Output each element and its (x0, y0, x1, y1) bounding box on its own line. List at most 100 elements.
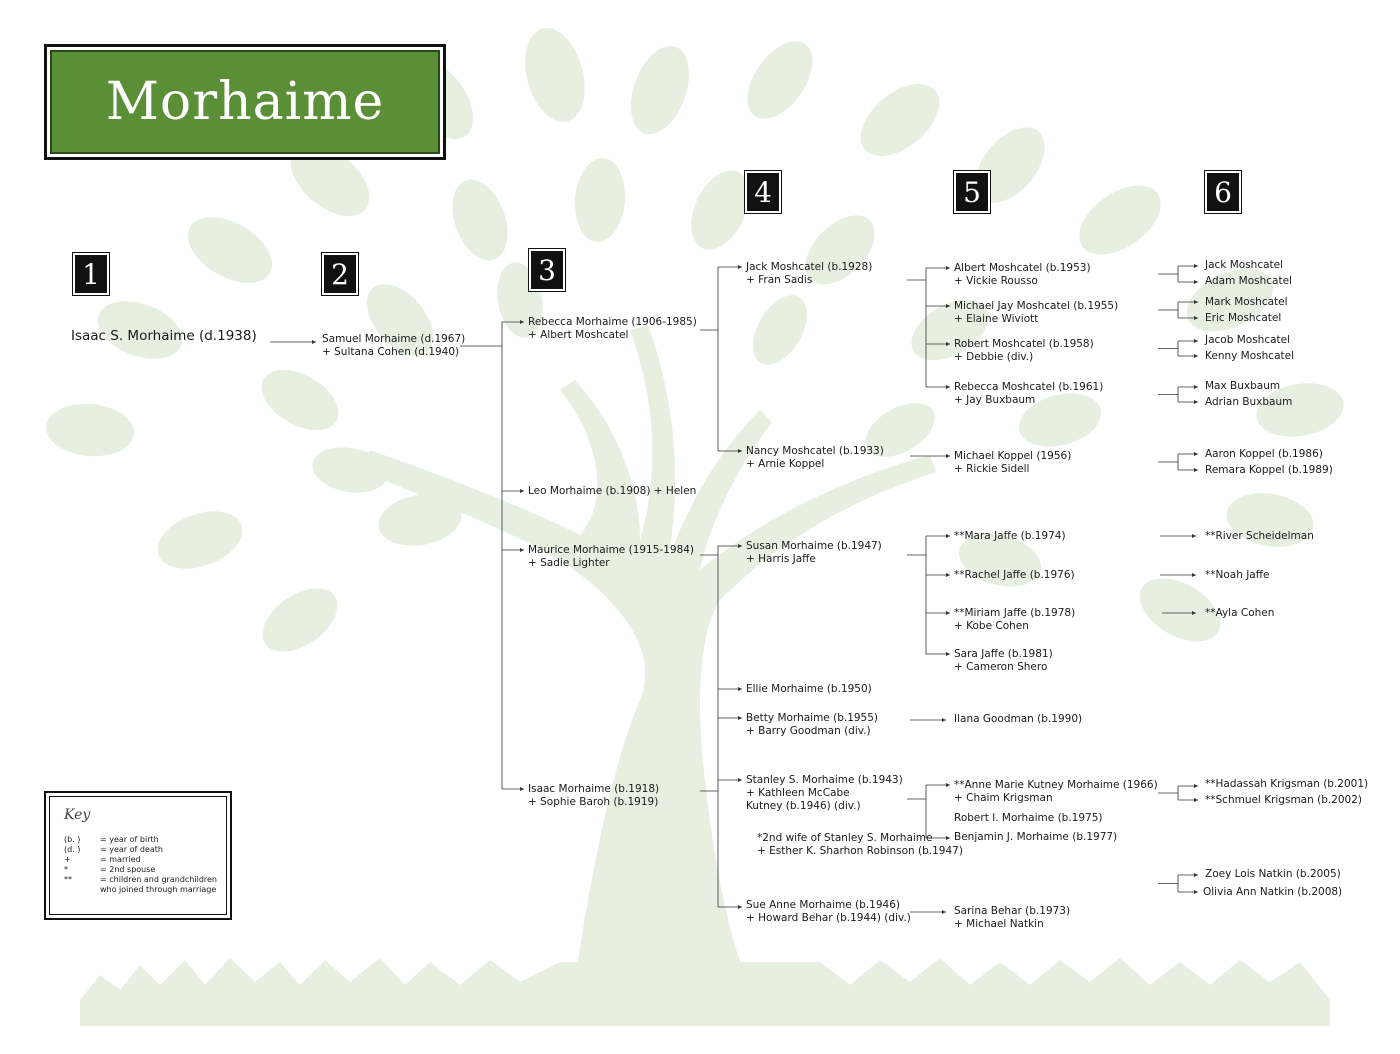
person-node: Michael Jay Moshcatel (b.1955)+ Elaine W… (954, 300, 1118, 326)
person-line: Eric Moshcatel (1205, 312, 1282, 324)
person-line: **Ayla Cohen (1205, 607, 1275, 619)
person-node: Samuel Morhaime (d.1967)+ Sultana Cohen … (322, 333, 465, 359)
person-line: Kenny Moshcatel (1205, 350, 1294, 362)
person-node: **Ayla Cohen (1205, 607, 1274, 620)
generation-5-marker: 5 (953, 170, 991, 214)
person-line: + Fran Sadis (746, 274, 813, 286)
legend-meaning: who joined through marriage (100, 885, 217, 894)
person-node: Rebecca Moshcatel (b.1961)+ Jay Buxbaum (954, 381, 1103, 407)
person-line: **Anne Marie Kutney Morhaime (1966) (954, 779, 1158, 791)
legend-row: ** = children and grandchildren (64, 875, 226, 885)
legend-key: Key (b. )= year of birth(d. ) = year of d… (44, 791, 232, 920)
person-line: + Elaine Wiviott (954, 313, 1039, 325)
generation-2-marker: 2 (321, 252, 359, 296)
person-node: Isaac S. Morhaime (d.1938) (71, 328, 257, 344)
person-line: + Jay Buxbaum (954, 394, 1036, 406)
legend-meaning: = year of birth (100, 835, 159, 844)
legend-row: (b. )= year of birth (64, 835, 226, 845)
legend-symbol (64, 885, 100, 895)
person-line: Sarina Behar (b.1973) (954, 905, 1071, 917)
person-node: Albert Moshcatel (b.1953)+ Vickie Rousso (954, 262, 1091, 288)
person-line: Aaron Koppel (b.1986) (1205, 448, 1323, 460)
person-node: Robert Moshcatel (b.1958)+ Debbie (div.) (954, 338, 1094, 364)
legend-symbol: ** (64, 875, 72, 884)
person-line: + Rickie Sidell (954, 463, 1030, 475)
legend-meaning: = 2nd spouse (100, 865, 156, 874)
person-line: **Rachel Jaffe (b.1976) (954, 569, 1075, 581)
person-line: Adrian Buxbaum (1205, 396, 1293, 408)
person-line: Adam Moshcatel (1205, 275, 1292, 287)
person-line: Samuel Morhaime (d.1967) (322, 333, 466, 345)
family-title-banner: Morhaime (44, 44, 446, 160)
person-node: Leo Morhaime (b.1908) + Helen (528, 485, 696, 498)
person-node: Rebecca Morhaime (1906-1985)+ Albert Mos… (528, 316, 697, 342)
person-line: Susan Morhaime (b.1947) (746, 540, 882, 552)
legend-row: who joined through marriage (64, 885, 226, 895)
person-line: Isaac S. Morhaime (d.1938) (71, 328, 257, 344)
person-node: Isaac Morhaime (b.1918)+ Sophie Baroh (b… (528, 783, 659, 809)
person-line: **Miriam Jaffe (b.1978) (954, 607, 1076, 619)
generation-3-marker: 3 (528, 248, 566, 292)
person-line: + Chaim Krigsman (954, 792, 1053, 804)
legend-title: Key (64, 807, 91, 823)
legend-row: *= 2nd spouse (64, 865, 226, 875)
person-node: Adam Moshcatel (1205, 275, 1292, 288)
person-line: Stanley S. Morhaime (b.1943) (746, 774, 903, 786)
person-line: Nancy Moshcatel (b.1933) (746, 445, 884, 457)
person-line: Isaac Morhaime (b.1918) (528, 783, 660, 795)
person-node: **Noah Jaffe (1205, 569, 1269, 582)
person-line: Rebecca Morhaime (1906-1985) (528, 316, 697, 328)
person-node: **Miriam Jaffe (b.1978)+ Kobe Cohen (954, 607, 1075, 633)
person-line: + Arnie Koppel (746, 458, 825, 470)
person-line: Betty Morhaime (b.1955) (746, 712, 879, 724)
person-line: Maurice Morhaime (1915-1984) (528, 544, 695, 556)
generation-1-marker: 1 (72, 252, 110, 296)
person-node: **Mara Jaffe (b.1974) (954, 530, 1066, 543)
person-line: Jacob Moshcatel (1205, 334, 1291, 346)
legend-symbol: + (64, 855, 71, 864)
legend-meaning: = children and grandchildren (100, 875, 217, 884)
person-line: + Kathleen McCabe (746, 787, 850, 799)
person-line: + Esther K. Sharhon Robinson (b.1947) (757, 845, 963, 857)
person-line: Max Buxbaum (1205, 380, 1281, 392)
person-line: Benjamin J. Morhaime (b.1977) (954, 831, 1118, 843)
legend-rows: (b. )= year of birth(d. ) = year of death… (64, 835, 226, 895)
person-node: Mark Moshcatel (1205, 296, 1288, 309)
person-node: Jack Moshcatel (b.1928)+ Fran Sadis (746, 261, 872, 287)
person-node: **Hadassah Krigsman (b.2001) (1205, 778, 1368, 791)
person-node: Jacob Moshcatel (1205, 334, 1290, 347)
person-node: Zoey Lois Natkin (b.2005) (1205, 868, 1341, 881)
person-node: Maurice Morhaime (1915-1984)+ Sadie Ligh… (528, 544, 694, 570)
person-line: + Sadie Lighter (528, 557, 610, 569)
person-line: + Michael Natkin (954, 918, 1044, 930)
person-node: Jack Moshcatel (1205, 259, 1283, 272)
person-line: **Schmuel Krigsman (b.2002) (1205, 794, 1363, 806)
person-node: Kenny Moshcatel (1205, 350, 1294, 363)
person-node: Robert I. Morhaime (b.1975) (954, 812, 1102, 825)
person-node: **Schmuel Krigsman (b.2002) (1205, 794, 1362, 807)
person-node: Ilana Goodman (b.1990) (954, 713, 1082, 726)
person-node: Michael Koppel (1956)+ Rickie Sidell (954, 450, 1071, 476)
person-node: Olivia Ann Natkin (b.2008) (1203, 886, 1342, 899)
person-line: + Cameron Shero (954, 661, 1048, 673)
legend-row: += married (64, 855, 226, 865)
person-line: Jack Moshcatel (b.1928) (746, 261, 873, 273)
family-title: Morhaime (105, 72, 385, 132)
person-line: Robert I. Morhaime (b.1975) (954, 812, 1103, 824)
legend-symbol: (d. ) (64, 845, 81, 854)
person-node: Susan Morhaime (b.1947)+ Harris Jaffe (746, 540, 882, 566)
legend-meaning: = year of death (100, 845, 163, 854)
person-line: Michael Koppel (1956) (954, 450, 1072, 462)
person-line: Olivia Ann Natkin (b.2008) (1203, 886, 1343, 898)
person-line: Remara Koppel (b.1989) (1205, 464, 1333, 476)
person-node: Remara Koppel (b.1989) (1205, 464, 1333, 477)
person-node: **River Scheidelman (1205, 530, 1314, 543)
generation-4-marker: 4 (744, 170, 782, 214)
person-node: Betty Morhaime (b.1955)+ Barry Goodman (… (746, 712, 878, 738)
person-node: Aaron Koppel (b.1986) (1205, 448, 1323, 461)
person-line: Rebecca Moshcatel (b.1961) (954, 381, 1104, 393)
person-node: **Anne Marie Kutney Morhaime (1966)+ Cha… (954, 779, 1158, 805)
person-node: *2nd wife of Stanley S. Morhaime+ Esther… (757, 832, 963, 858)
